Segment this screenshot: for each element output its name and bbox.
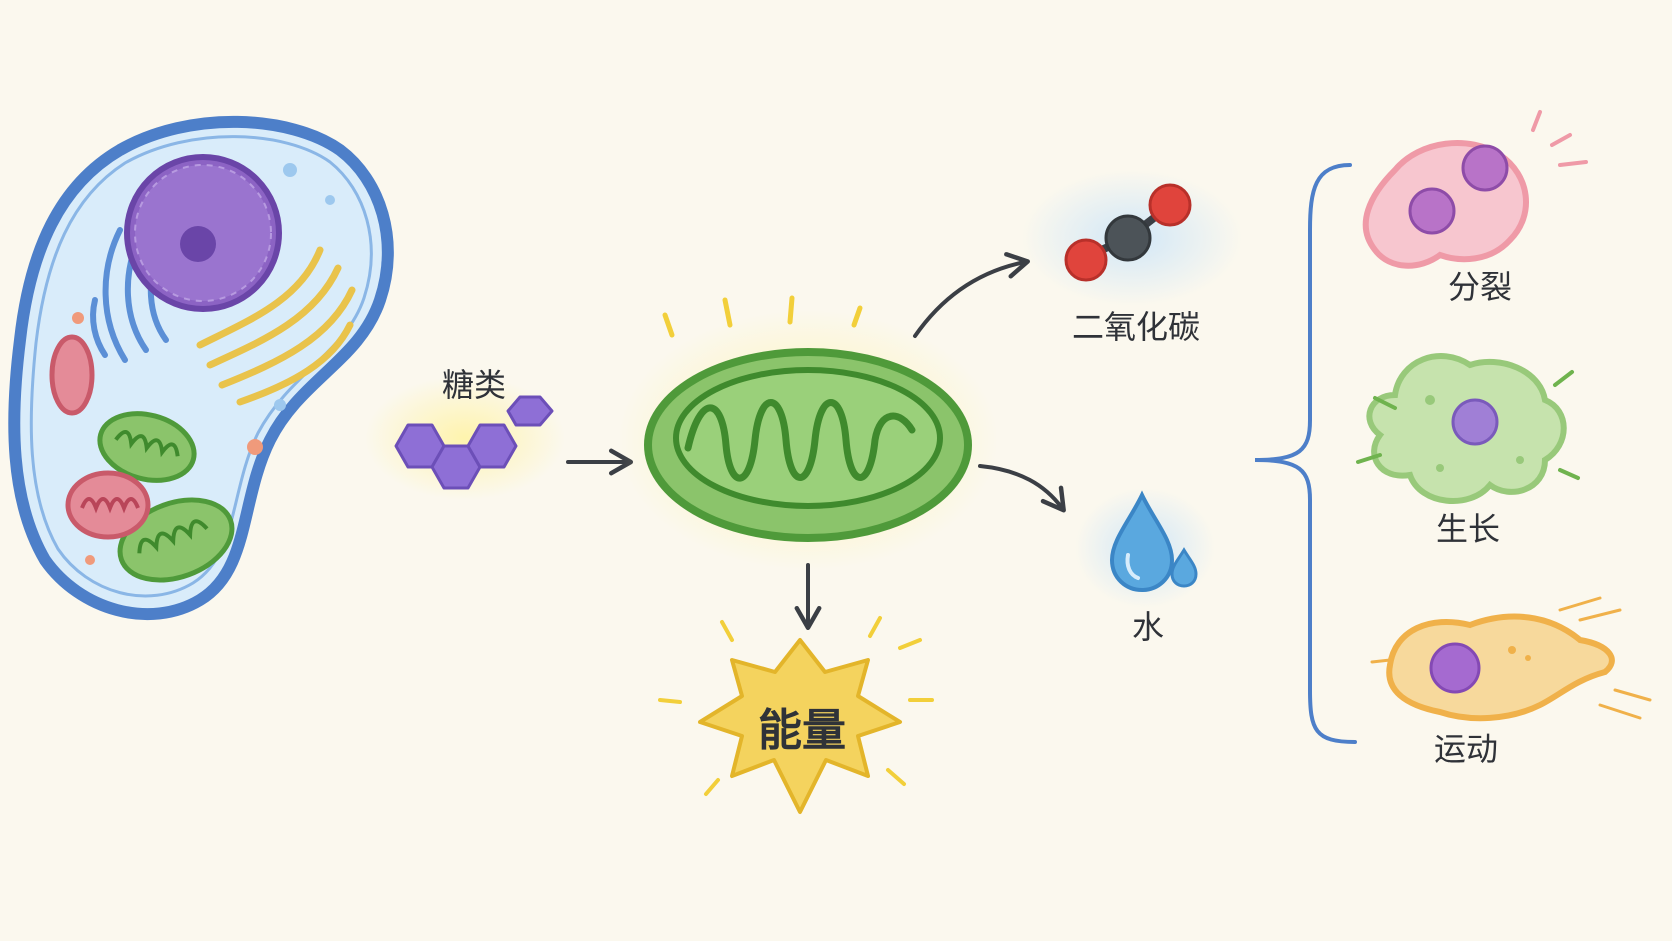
arrow-mitochondrion-to-water: [978, 464, 1066, 513]
brace: [1254, 163, 1357, 744]
movement-label: 运动: [1434, 730, 1498, 768]
water-drop-icon: [1075, 488, 1215, 608]
moving-cell-icon: [1370, 596, 1652, 722]
co2-label: 二氧化碳: [1072, 308, 1200, 346]
growing-cell-icon: [1356, 353, 1580, 504]
water-label: 水: [1132, 608, 1164, 646]
energy-burst-icon: [658, 616, 934, 814]
co2-molecule-icon: [1022, 170, 1242, 306]
growth-label: 生长: [1436, 510, 1500, 548]
sugar-label: 糖类: [442, 366, 506, 404]
division-label: 分裂: [1448, 268, 1512, 306]
animal-cell-icon: [8, 115, 394, 620]
arrow-mitochondrion-to-co2: [913, 252, 1030, 338]
mitochondrion-icon: [618, 295, 998, 570]
glucose-icon: [365, 376, 565, 500]
nucleus-icon: [124, 154, 282, 312]
energy-label: 能量: [758, 705, 846, 756]
dividing-cell-icon: [1362, 110, 1588, 269]
